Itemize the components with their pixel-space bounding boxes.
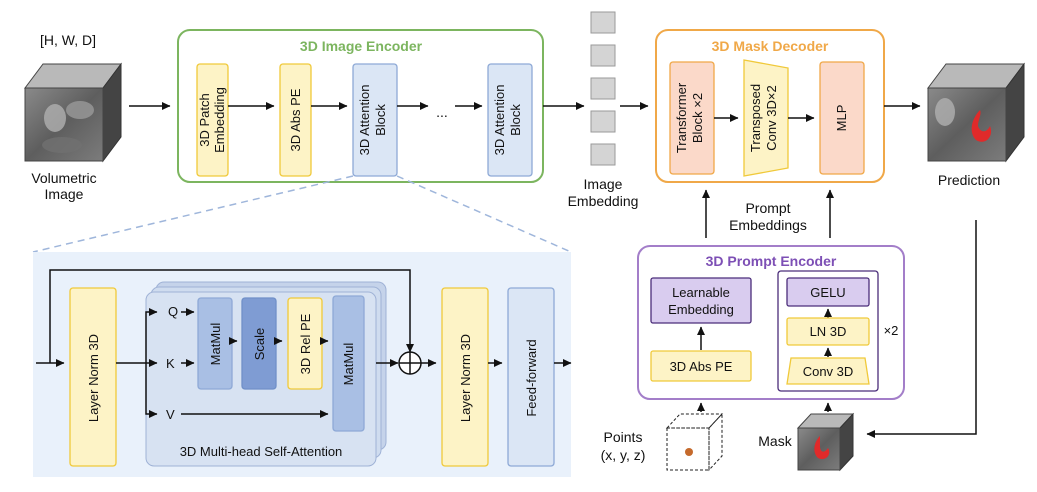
image-embedding-line2: Embedding [568,193,639,209]
point-marker [685,448,693,456]
prompt-embeddings-line1: Prompt [745,200,790,216]
patch-embedding-block [196,63,229,177]
prompt-abs-pe-block [650,350,752,382]
feed-forward-block [507,287,555,467]
rel-pe-label: 3D Rel PE [298,313,313,374]
prompt-encoder-title: 3D Prompt Encoder [706,253,837,269]
patch-embedding-line2: Embedding [212,87,227,153]
transposed-conv-block [743,59,789,177]
learnable-embedding-block [650,277,752,324]
mlp-label: MLP [834,105,849,132]
points-label-line1: Points [604,429,643,445]
points-label-line2: (x, y, z) [601,447,646,463]
matmul-1-label: MatMul [208,323,223,366]
layer-norm-2-label: Layer Norm 3D [458,334,473,422]
attention-detail: Layer Norm 3D 3D Multi-head Self-Attenti… [33,252,572,477]
attention-block-1 [352,63,398,177]
points-cube [666,427,710,471]
mask-decoder: 3D Mask Decoder Transformer Block ×2 Tra… [655,29,885,183]
input-caption-line2: Image [45,186,84,202]
matmul-2-block [332,295,365,432]
ln-label: LN 3D [810,324,847,339]
ln-block [786,317,870,346]
points-input: Points (x, y, z) [601,412,724,472]
transformer-line1: Transformer [674,82,689,153]
attention-block-1-line1: 3D Attention [357,85,372,156]
prompt-abs-pe-label: 3D Abs PE [670,359,733,374]
image-embedding-line1: Image [584,176,623,192]
abs-pe-block [279,63,312,177]
input-volume: [H, W, D] Volumetric Image [24,32,122,202]
feed-forward-label: Feed-forward [524,339,539,416]
repeat-label: ×2 [884,323,899,338]
mask-input: Mask [758,412,855,472]
arrow-prediction-to-mask [866,220,977,438]
transposed-line2: Conv 3D×2 [764,85,779,150]
matmul-2-label: MatMul [341,343,356,386]
attention-block-n-line1: 3D Attention [492,85,507,156]
v-label: V [166,407,175,422]
input-caption-line1: Volumetric [31,170,96,186]
attention-block-n [487,63,533,177]
mlp-block [819,61,865,175]
conv-block [786,357,870,385]
k-label: K [166,356,175,371]
q-label: Q [168,304,178,319]
prediction-label: Prediction [938,172,1000,188]
image-encoder-title: 3D Image Encoder [300,38,423,54]
transposed-line1: Transposed [748,84,763,152]
abs-pe-label: 3D Abs PE [288,88,303,151]
layer-norm-1-block [69,287,117,467]
conv-label: Conv 3D [803,364,854,379]
mask-decoder-title: 3D Mask Decoder [712,38,829,54]
transformer-line2: Block ×2 [690,93,705,143]
prompt-embeddings-line2: Embeddings [729,217,807,233]
predicted-mask-region [971,110,992,142]
attention-block-1-line2: Block [373,104,388,136]
patch-embedding-line1: 3D Patch [197,93,212,146]
input-dims-label: [H, W, D] [40,32,96,48]
attention-block-n-line2: Block [508,104,523,136]
residual-add-icon [398,351,422,375]
mask-label: Mask [758,433,792,449]
gelu-block [786,277,870,307]
learnable-line1: Learnable [672,285,730,300]
layer-norm-2-block [441,287,489,467]
mhsa-label: 3D Multi-head Self-Attention [180,444,343,459]
image-embedding-tokens: Image Embedding [568,11,639,209]
learnable-line2: Embedding [668,302,734,317]
scale-label: Scale [252,328,267,361]
image-encoder: 3D Image Encoder 3D Patch Embedding 3D A… [177,29,544,183]
prompt-encoder: 3D Prompt Encoder Learnable Embedding 3D… [637,245,905,400]
encoder-ellipsis: ... [436,104,448,120]
prediction-volume: Prediction [927,62,1025,188]
gelu-label: GELU [810,285,845,300]
layer-norm-1-label: Layer Norm 3D [86,334,101,422]
